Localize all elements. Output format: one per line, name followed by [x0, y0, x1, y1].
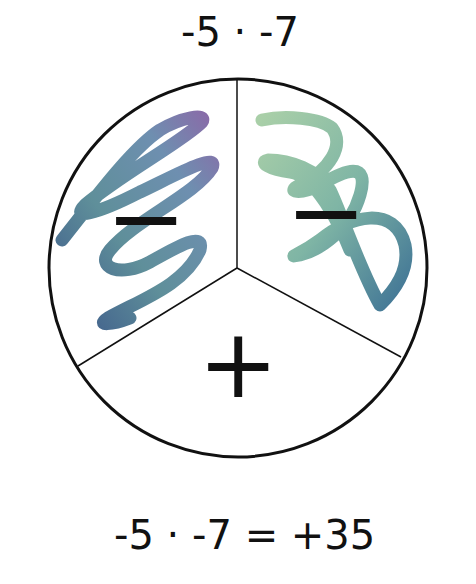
- sign-sector: −: [102, 166, 190, 270]
- scribble: [62, 117, 213, 324]
- sign-symbol: −: [106, 170, 186, 266]
- sign-symbol: −: [286, 164, 366, 260]
- scribble: [262, 118, 406, 305]
- divider-line: [236, 80, 238, 268]
- circle-outline: [49, 79, 427, 457]
- sign-symbol: +: [198, 316, 278, 412]
- caption: -5 · -7 = +35: [114, 512, 375, 558]
- title: -5 · -7: [181, 9, 299, 55]
- sign-sector: −: [282, 160, 370, 264]
- sign-sector: +: [194, 312, 282, 416]
